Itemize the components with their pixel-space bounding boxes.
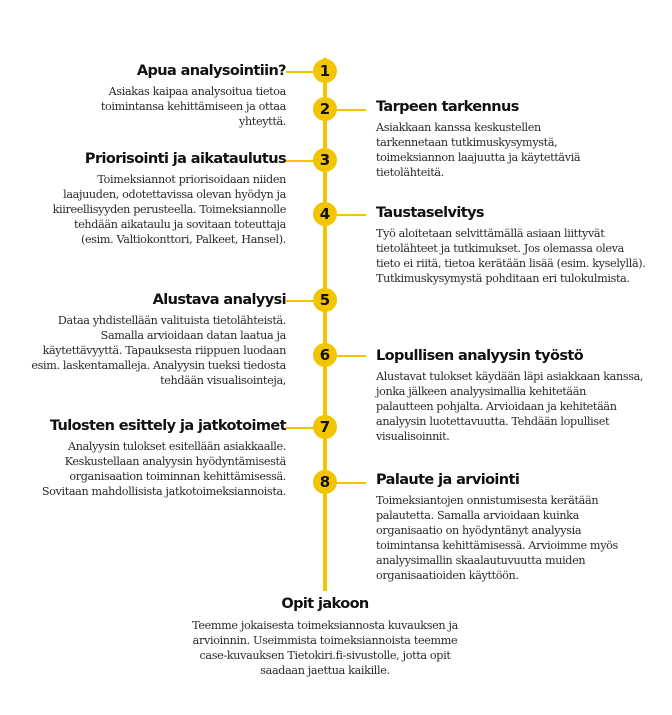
final-text: Teemme jokaisesta toimeksiannosta kuvauk… <box>192 619 458 677</box>
step-7-block: Tulosten esittely ja jatkotoimet Analyys… <box>24 418 287 499</box>
connector-4 <box>336 214 366 216</box>
step-number-4: 4 <box>313 202 337 226</box>
step-7-text: Analyysin tulokset esitellään asiakkaall… <box>41 440 287 498</box>
timeline-line <box>323 58 327 591</box>
step-2-block: Tarpeen tarkennus Asiakkaan kanssa kesku… <box>376 99 601 180</box>
step-6-text: Alustavat tulokset käydään läpi asiakkaa… <box>376 370 644 443</box>
step-number-1: 1 <box>313 59 337 83</box>
connector-2 <box>336 109 366 111</box>
step-number-3: 3 <box>313 148 337 172</box>
step-number-6: 6 <box>313 343 337 367</box>
step-8-block: Palaute ja arviointi Toimeksiantojen onn… <box>376 472 646 583</box>
step-8-title: Palaute ja arviointi <box>376 472 520 488</box>
step-1-title: Apua analysointiin? <box>136 63 287 79</box>
connector-7 <box>286 427 314 429</box>
step-7-title: Tulosten esittely ja jatkotoimet <box>49 418 287 434</box>
step-number-8: 8 <box>313 470 337 494</box>
step-8-text: Toimeksiantojen onnistumisesta kerätään … <box>376 494 618 582</box>
step-number-7: 7 <box>313 415 337 439</box>
step-4-title: Taustaselvitys <box>376 205 485 221</box>
final-title: Opit jakoon <box>281 596 369 612</box>
step-number-2: 2 <box>313 97 337 121</box>
step-5-title: Alustava analyysi <box>152 292 287 308</box>
step-1-block: Apua analysointiin? Asiakas kaipaa analy… <box>56 63 287 129</box>
step-3-title: Priorisointi ja aikataulutus <box>84 151 287 167</box>
connector-3 <box>286 160 314 162</box>
connector-5 <box>286 300 314 302</box>
step-4-block: Taustaselvitys Työ aloitetaan selvittämä… <box>376 205 646 286</box>
connector-6 <box>336 355 366 357</box>
step-4-text: Työ aloitetaan selvittämällä asiaan liit… <box>376 227 646 285</box>
step-5-text: Dataa yhdistellään valituista tietolähte… <box>31 314 286 387</box>
step-6-title: Lopullisen analyysin työstö <box>376 348 584 364</box>
connector-8 <box>336 482 366 484</box>
step-number-5: 5 <box>313 288 337 312</box>
step-2-text: Asiakkaan kanssa keskustellen tarkenneta… <box>376 121 581 179</box>
step-6-block: Lopullisen analyysin työstö Alustavat tu… <box>376 348 646 444</box>
step-5-block: Alustava analyysi Dataa yhdistellään val… <box>24 292 286 388</box>
final-block: Opit jakoon Teemme jokaisesta toimeksian… <box>180 596 470 678</box>
step-1-text: Asiakas kaipaa analysoitua tietoa toimin… <box>100 85 287 128</box>
step-3-text: Toimeksiannot priorisoidaan niiden laaju… <box>52 173 287 246</box>
connector-1 <box>286 71 314 73</box>
step-2-title: Tarpeen tarkennus <box>376 99 519 115</box>
step-3-block: Priorisointi ja aikataulutus Toimeksiann… <box>46 151 287 247</box>
